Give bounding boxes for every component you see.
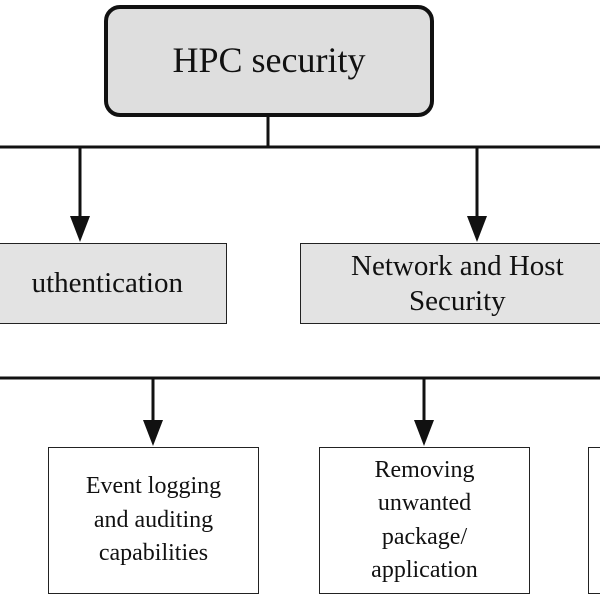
partial-right-node: [588, 447, 600, 594]
arrowhead-removing-packages: [414, 420, 434, 446]
event-logging-node: Event logging and auditing capabilities: [48, 447, 259, 594]
hpc-security-node: HPC security: [104, 5, 434, 117]
network-host-security-label: Network and Host Security: [351, 249, 564, 317]
authentication-node: uthentication: [0, 243, 227, 324]
arrowhead-network-host-security: [467, 216, 487, 242]
removing-packages-node: Removing unwanted package/ application: [319, 447, 530, 594]
removing-packages-label: Removing unwanted package/ application: [371, 457, 478, 583]
arrowhead-event-logging: [143, 420, 163, 446]
authentication-label: uthentication: [31, 267, 183, 300]
hpc-security-label: HPC security: [172, 40, 366, 81]
network-host-security-node: Network and Host Security: [300, 243, 600, 324]
arrowhead-authentication: [70, 216, 90, 242]
event-logging-label: Event logging and auditing capabilities: [85, 473, 222, 567]
